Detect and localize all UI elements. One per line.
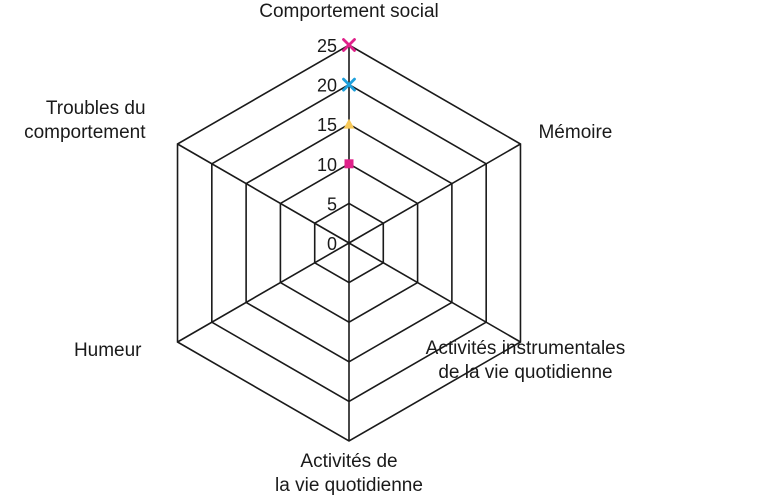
data-point-square-10 <box>344 159 354 169</box>
tick-label-15: 15 <box>317 115 337 135</box>
axis-label-1: Mémoire <box>538 122 612 143</box>
tick-label-0: 0 <box>327 234 337 254</box>
axis-spoke-5 <box>177 143 350 244</box>
radar-grid <box>176 44 522 442</box>
axis-label-line: de la vie quotidienne <box>438 362 612 383</box>
tick-label-5: 5 <box>327 194 337 214</box>
axis-label-5: Troubles du comportement <box>24 98 146 143</box>
axis-label-0: Comportement social <box>259 1 439 22</box>
axis-label-line: Humeur <box>74 340 142 361</box>
axis-label-2: Activités instrumentales de la vie quotid… <box>426 338 626 383</box>
axis-label-line: Activités instrumentales <box>426 338 626 359</box>
tick-label-20: 20 <box>317 76 337 96</box>
data-points <box>342 38 356 169</box>
axis-label-4: Humeur <box>74 340 142 361</box>
data-point-x-20 <box>342 77 356 92</box>
axis-label-line: comportement <box>24 122 146 143</box>
axis-label-line: Activités de <box>300 451 397 472</box>
radial-tick-labels: 0 5 10 15 20 25 <box>317 36 337 254</box>
axis-label-3: Activités de la vie quotidienne <box>275 451 423 496</box>
axis-label-line: la vie quotidienne <box>275 475 423 496</box>
axis-label-line: Mémoire <box>538 122 612 143</box>
axis-spoke-2 <box>348 242 521 343</box>
axis-spoke-1 <box>348 143 521 244</box>
axis-spoke-4 <box>177 242 350 343</box>
axis-label-line: Comportement social <box>259 1 439 22</box>
axis-label-line: Troubles du <box>46 98 146 119</box>
data-point-x-25 <box>342 38 356 52</box>
tick-label-25: 25 <box>317 36 337 56</box>
data-point-triangle-15 <box>343 118 355 129</box>
tick-label-10: 10 <box>317 155 337 175</box>
